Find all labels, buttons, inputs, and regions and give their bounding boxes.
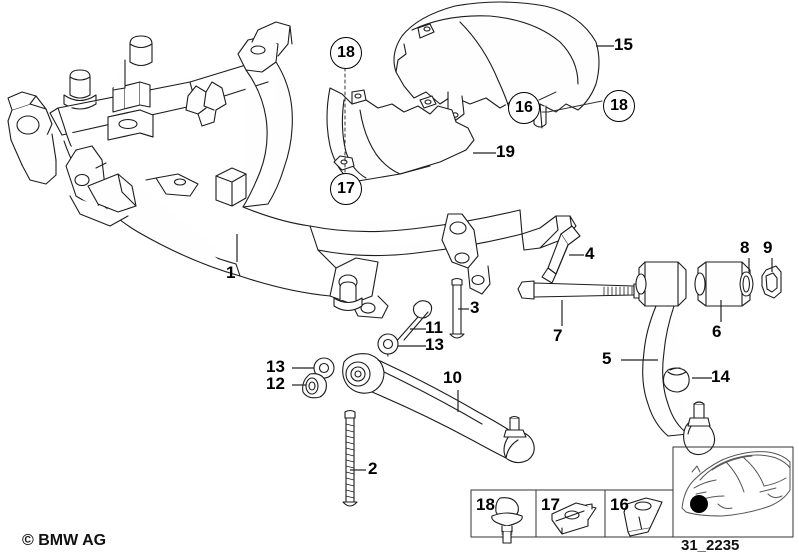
legend-number-17: 17 — [541, 495, 560, 514]
part-subframe — [7, 21, 577, 319]
callout-11: 11 — [425, 318, 443, 337]
part-8-washer — [739, 271, 754, 297]
part-4-bolt — [541, 225, 581, 284]
leaders-circled — [538, 91, 603, 113]
part-5-control-arm — [635, 261, 716, 456]
callout-circle-18-right: 18 — [603, 90, 635, 122]
callout-14: 14 — [711, 367, 730, 386]
part-9-nut — [761, 265, 782, 299]
legend-icon-16-rivet — [623, 497, 663, 537]
part-15-shield — [393, 1, 600, 129]
callout-1: 1 — [226, 263, 236, 282]
callout-5: 5 — [602, 349, 612, 368]
legend-icon-17-clip — [551, 502, 597, 535]
callout-13-right: 13 — [425, 335, 444, 354]
callout-circle-16: 16 — [508, 92, 540, 124]
legend-number-16: 16 — [610, 495, 629, 514]
callout-9: 9 — [763, 238, 773, 257]
callout-circle-17: 17 — [330, 173, 362, 205]
callout-2: 2 — [368, 459, 378, 478]
part-13-washer-right — [377, 333, 399, 355]
callout-19: 19 — [496, 142, 515, 161]
part-19-shield — [326, 87, 475, 183]
callout-3: 3 — [470, 298, 480, 317]
vehicle-inset-art — [681, 451, 791, 517]
callout-15: 15 — [614, 35, 633, 54]
part-2-long-bolt — [342, 409, 358, 507]
part-11-link-rod — [387, 300, 433, 357]
callout-7: 7 — [553, 326, 563, 345]
part-13-washer-left — [313, 357, 335, 379]
part-14-cap — [662, 367, 690, 393]
legend-number-18: 18 — [476, 495, 495, 514]
callout-4: 4 — [585, 244, 595, 263]
callout-13-left: 13 — [266, 357, 285, 376]
callout-10: 10 — [443, 368, 462, 387]
part-12-bush — [302, 373, 327, 399]
callout-6: 6 — [712, 322, 722, 341]
leaders-plain — [236, 45, 773, 471]
callout-12: 12 — [266, 374, 285, 393]
diagram-id-text: 31_2235 — [681, 537, 740, 554]
part-10-track-link — [342, 353, 535, 464]
part-3-bolt — [449, 277, 465, 339]
part-7-bolt — [517, 280, 641, 300]
copyright-text: © BMW AG — [22, 532, 107, 549]
callout-8: 8 — [740, 238, 750, 257]
legend-icon-18-bolt — [491, 497, 523, 544]
callout-circle-18-top: 18 — [330, 37, 362, 69]
